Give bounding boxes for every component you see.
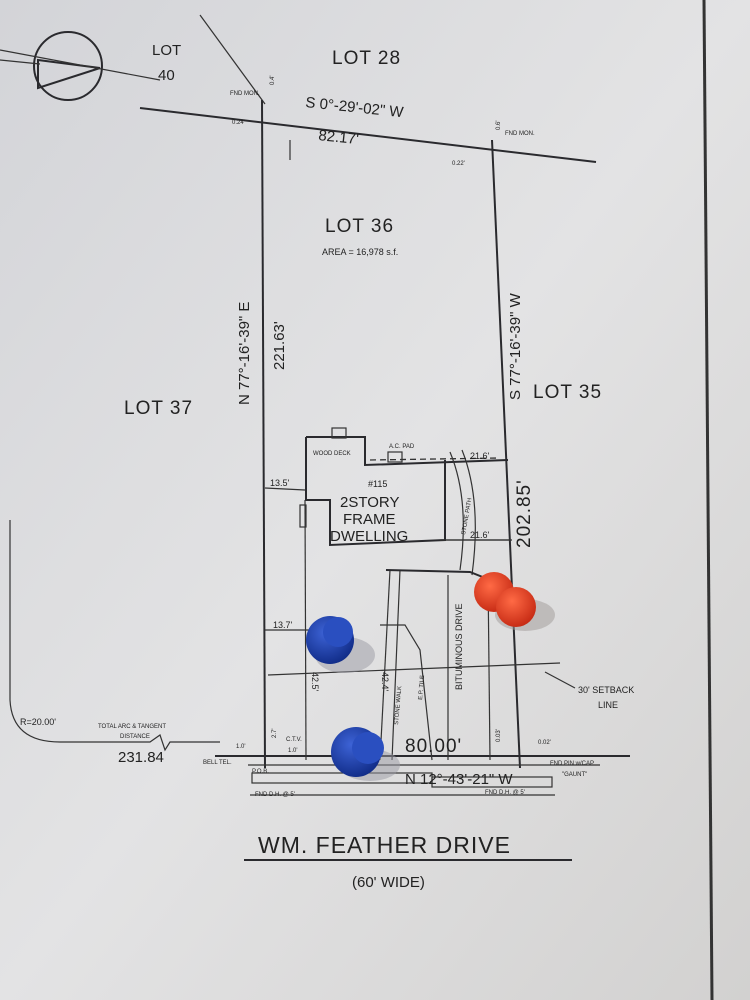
north-arrow-icon [0,31,161,101]
top-left-offset-a: 0.4' [270,76,276,86]
right-bearing: S 77°-16'-39" W [507,292,524,400]
setback-label-2: LINE [598,700,618,710]
top-right-offset-a: 0.6' [496,121,502,131]
top-left-offset-b: 0.24' [232,120,245,126]
right-distance: 202.85' [514,479,535,548]
curve-distance: 231.84 [118,749,164,766]
offset-left-house: 13.5' [270,478,290,488]
paper-edge-line [702,0,714,1000]
lot-boundaries [9,14,630,796]
front-bearing: N 12°-43'-21" W [405,771,513,788]
fnd-dh-right: FND D.H. @ 5' [485,790,525,796]
house-line-2: FRAME [343,511,396,528]
lot-28-label: LOT 28 [332,48,401,69]
walk-edge [379,569,391,761]
street-name: WM. FEATHER DRIVE [258,832,511,858]
offset-right-top: 21.6' [470,451,490,461]
fnd-pin-label: FND PIN w/CAP [550,761,594,767]
drive-label: BITUMINOUS DRIVE [454,603,464,690]
deck-label: WOOD DECK [313,451,351,457]
gaunt-label: "GAUNT" [562,772,587,778]
corner-offset-b: 1.0' [236,744,246,750]
dwelling-footprint [264,427,512,761]
lot-area: AREA = 16,978 s.f. [322,247,398,257]
left-distance: 221.63' [271,321,288,370]
blue-pushpin-upper[interactable] [306,616,375,673]
fnd-mon-right: FND MON. [505,131,535,137]
fnd-dh-left: FND D.H. @ 5' [255,792,295,798]
ac-pad-label: A.C. PAD [389,444,415,450]
ac-pad [387,451,403,463]
offset-left-lower: 13.7' [273,620,293,630]
stone-path [449,451,464,571]
pin-offset-b: 0.02' [538,740,551,746]
red-pushpin[interactable] [474,572,555,631]
left-bearing: N 77°-16'-39" E [236,302,253,405]
lot-37-label: LOT 37 [124,398,193,419]
setback-label-1: 30' SETBACK [578,685,634,695]
house-line-1: 2STORY [340,494,399,511]
top-right-offset-b: 0.22' [452,161,465,167]
curve-label-2: DISTANCE [120,734,150,740]
corner-offset-a: 2.7' [272,729,278,739]
bell-tel-label: BELL TEL. [203,760,232,766]
offset-right-bottom: 21.6' [470,530,490,540]
walk-depth: 42.4' [380,672,390,692]
lot-36-label: LOT 36 [325,216,394,237]
lot-35-label: LOT 35 [533,382,602,403]
top-distance: 82.17' [318,127,360,148]
ctv-label: C.T.V. [286,737,302,743]
lot-40-label: LOT [152,42,181,59]
pin-offset-a: 0.03' [496,729,502,742]
house-line-3: DWELLING [330,528,408,545]
tile-label: E.P. TILE [418,675,426,700]
blue-pushpin-lower[interactable] [331,727,400,781]
corner-offset-c: 1.0' [288,748,298,754]
setback-line [267,662,561,676]
house-number: #115 [368,479,387,489]
deck-steps [331,427,347,439]
curb-curve [9,520,220,752]
curve-label-1: TOTAL ARC & TANGENT [98,724,166,730]
lot-40-number: 40 [158,67,175,84]
fnd-mon-left: FND MON. [230,91,260,97]
front-distance: 80.00' [405,736,462,757]
walk-label: STONE WALK [394,686,403,725]
pob-label: P.O.B. [252,769,269,775]
setback-depth: 42.5' [310,672,320,692]
street-width: (60' WIDE) [352,874,425,891]
curve-radius: R=20.00' [20,717,56,727]
